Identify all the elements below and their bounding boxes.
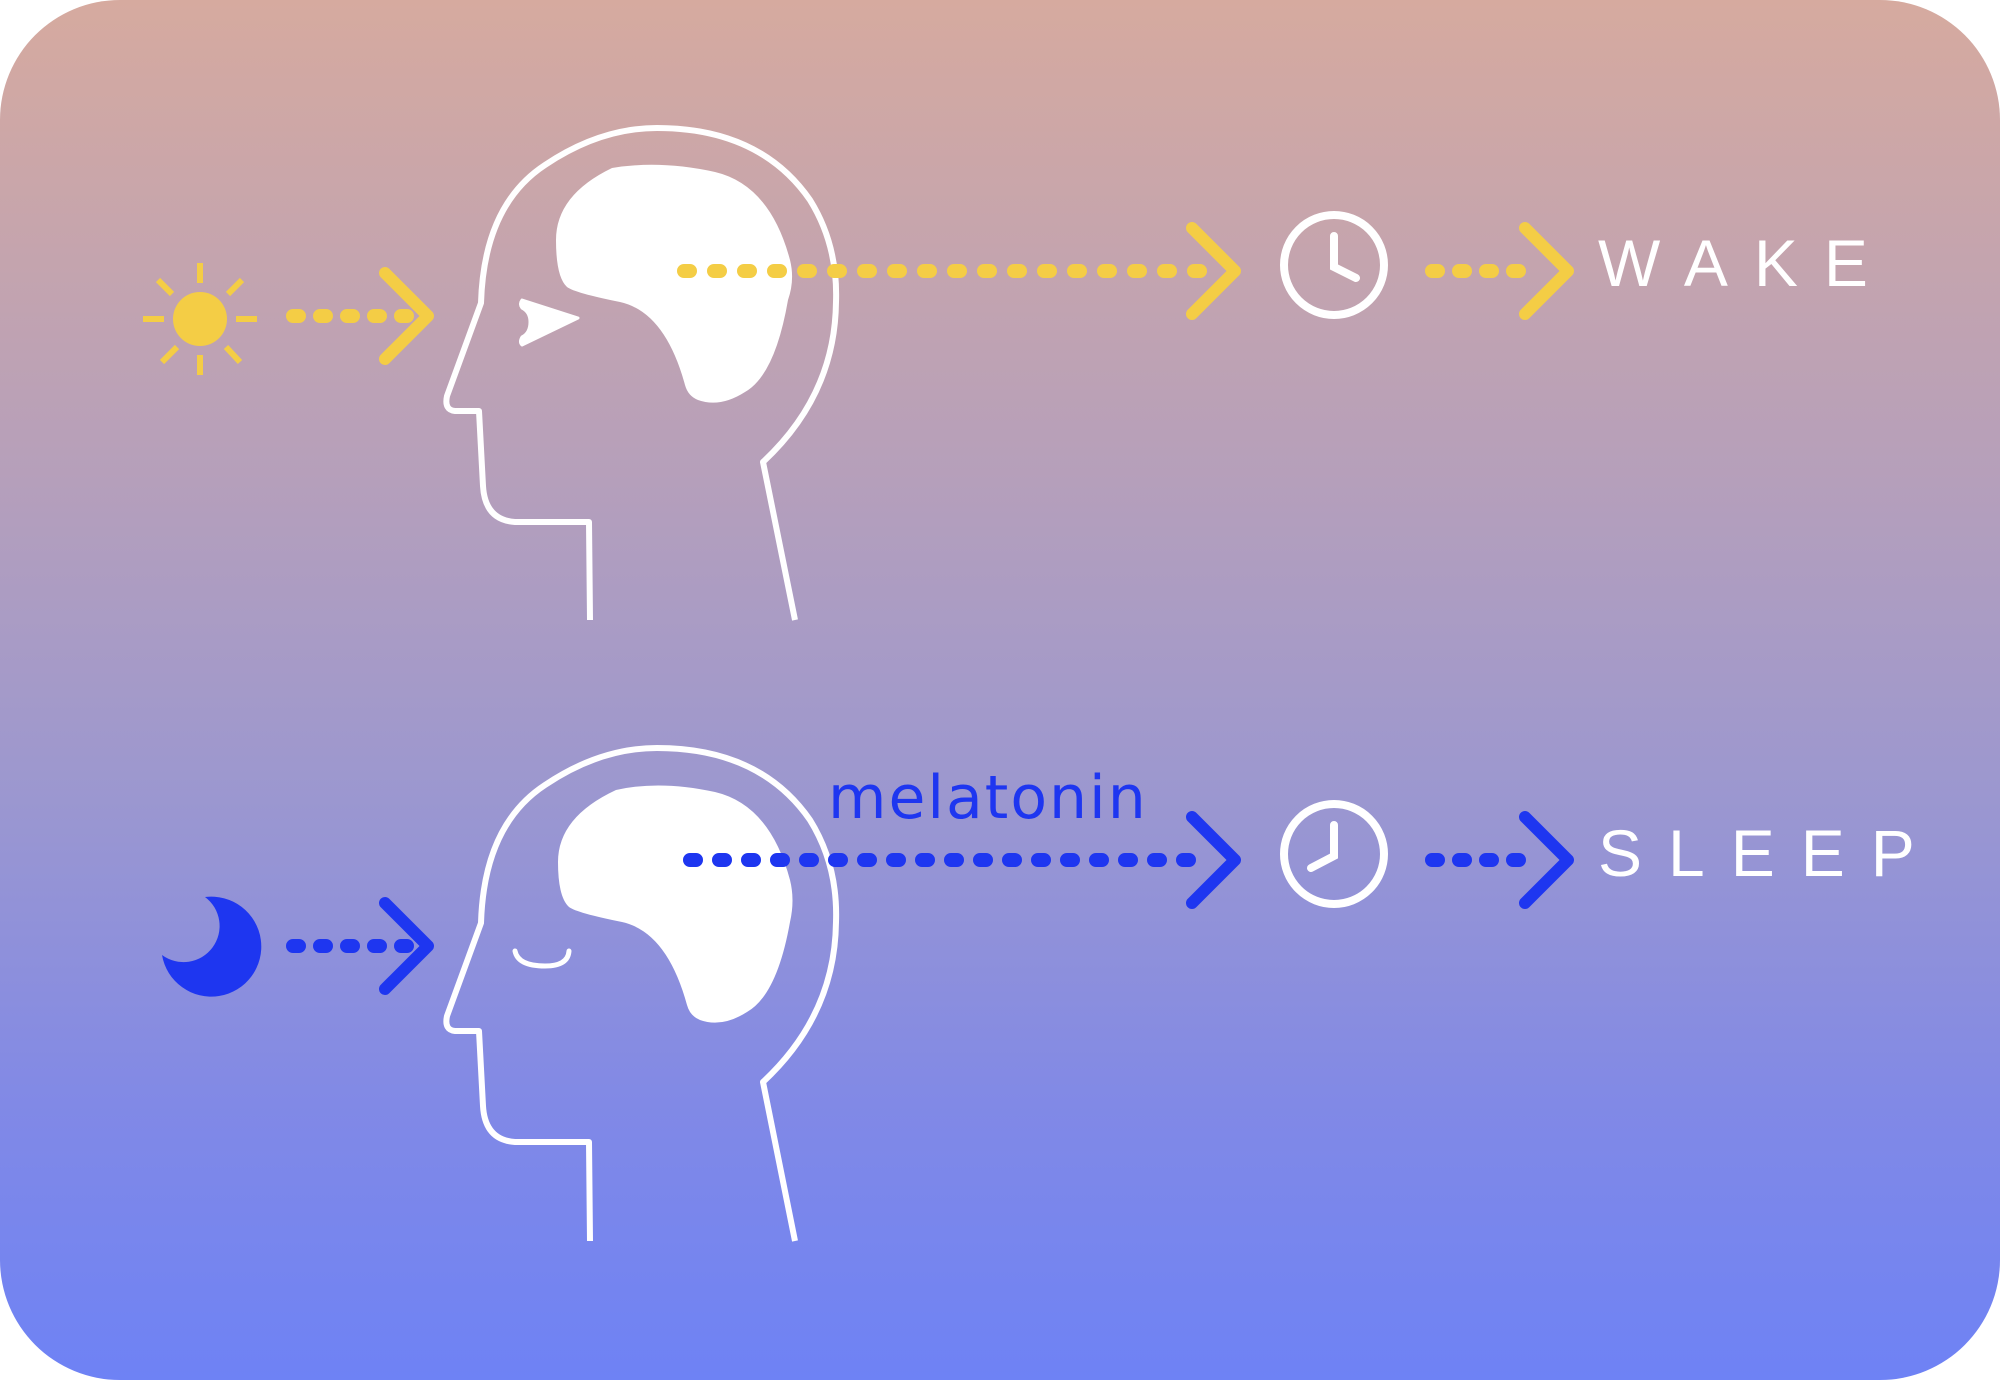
night-row xyxy=(162,745,1574,1242)
arrow-moon-to-head xyxy=(286,897,434,995)
arrow-brain-to-clock-day xyxy=(677,222,1241,320)
head-outline xyxy=(443,125,840,621)
eye-open-icon xyxy=(519,298,580,347)
eye-closed-icon xyxy=(512,948,572,969)
sun-icon xyxy=(143,263,257,375)
arrow-clock-to-wake xyxy=(1425,222,1574,320)
brain-shape xyxy=(558,785,793,1023)
arrow-brain-to-clock-night xyxy=(683,811,1241,909)
wake-label: WAKE xyxy=(1598,226,1894,300)
sleep-label: SLEEP xyxy=(1598,816,1941,890)
clock-icon xyxy=(1280,211,1388,319)
head-outline xyxy=(443,745,840,1242)
day-row xyxy=(143,125,1574,621)
melatonin-label: melatonin xyxy=(828,763,1148,833)
moon-icon xyxy=(162,896,262,997)
brain-shape xyxy=(556,164,793,403)
arrow-clock-to-sleep xyxy=(1425,811,1574,909)
clock-icon xyxy=(1280,800,1388,908)
arrow-sun-to-head xyxy=(286,267,434,365)
